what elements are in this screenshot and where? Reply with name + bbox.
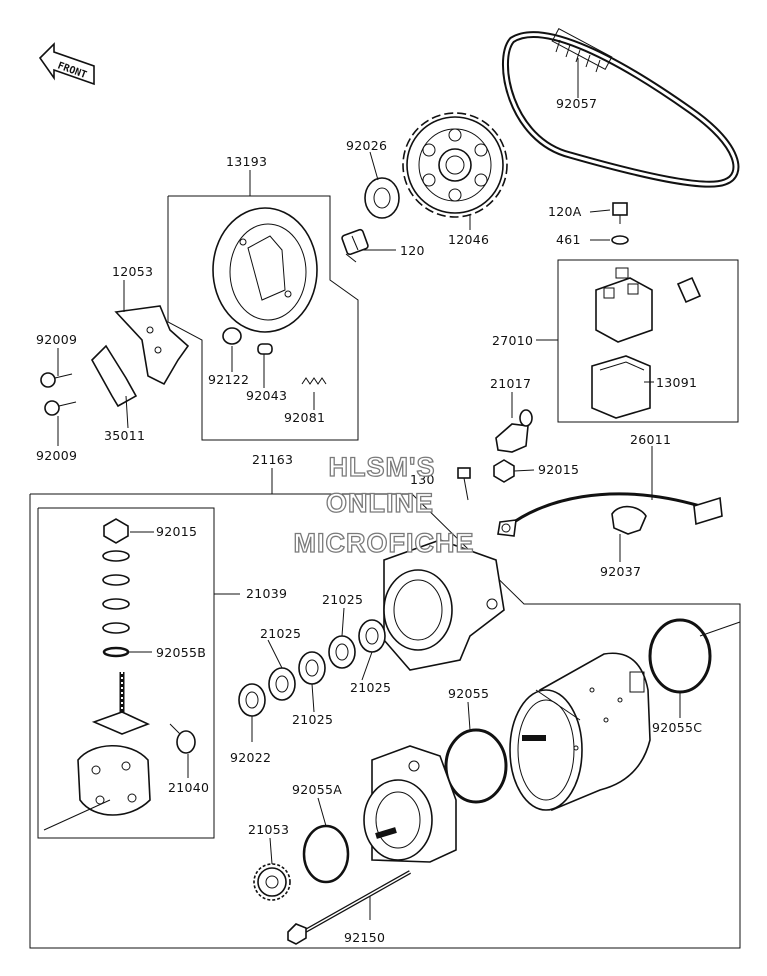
brush-spring-21040 bbox=[169, 723, 196, 754]
callout-92037: 92037 bbox=[600, 564, 641, 579]
terminal-cap-21017 bbox=[495, 409, 533, 453]
callout-21017: 21017 bbox=[490, 376, 531, 391]
callout-21163: 21163 bbox=[252, 452, 293, 467]
group-box-21163 bbox=[29, 493, 741, 949]
bolt-120 bbox=[341, 228, 369, 263]
group-box-13193 bbox=[167, 195, 359, 441]
bolt-92009-upper bbox=[40, 372, 73, 388]
o-ring-92055 bbox=[444, 728, 508, 804]
starter-front-cover bbox=[363, 745, 457, 863]
group-box-27010 bbox=[557, 259, 739, 423]
callout-120: 120 bbox=[400, 243, 425, 258]
callout-92015-brush: 92015 bbox=[156, 524, 197, 539]
callout-12053: 12053 bbox=[112, 264, 153, 279]
callout-92022: 92022 bbox=[230, 750, 271, 765]
washer-461 bbox=[611, 235, 629, 245]
callout-92055: 92055 bbox=[448, 686, 489, 701]
shim-21025-4 bbox=[358, 619, 386, 653]
callout-21025-left: 21025 bbox=[260, 626, 301, 641]
callout-21040: 21040 bbox=[168, 780, 209, 795]
callout-92009-upper: 92009 bbox=[36, 332, 77, 347]
callout-13193: 13193 bbox=[226, 154, 267, 169]
shim-21025-2 bbox=[298, 651, 326, 685]
callout-21025-bottom: 21025 bbox=[292, 712, 333, 727]
screw-130 bbox=[457, 467, 471, 501]
starter-end-housing bbox=[383, 539, 505, 671]
callout-13091: 13091 bbox=[656, 375, 697, 390]
gear-21053 bbox=[253, 863, 291, 901]
callout-92122: 92122 bbox=[208, 372, 249, 387]
callout-35011: 35011 bbox=[104, 428, 145, 443]
callout-27010: 27010 bbox=[492, 333, 533, 348]
watermark-line-1: HLSM'S bbox=[329, 452, 436, 482]
roller-92122 bbox=[222, 327, 242, 345]
clamp-92037 bbox=[611, 505, 647, 535]
bracket-12053 bbox=[114, 305, 190, 386]
o-ring-92055B bbox=[102, 646, 130, 658]
relay-cover-13091 bbox=[591, 355, 651, 419]
o-ring-92055C bbox=[648, 618, 712, 694]
callout-92150: 92150 bbox=[344, 930, 385, 945]
callout-21039: 21039 bbox=[246, 586, 287, 601]
brush-plate bbox=[77, 744, 151, 816]
callout-21025-right: 21025 bbox=[350, 680, 391, 695]
callout-21053: 21053 bbox=[248, 822, 289, 837]
shim-21025-1 bbox=[268, 667, 296, 701]
nut-92015-right bbox=[493, 459, 515, 483]
watermark-line-2: ONLINE bbox=[326, 488, 434, 518]
plate-35011 bbox=[91, 344, 138, 408]
callout-92026: 92026 bbox=[346, 138, 387, 153]
through-bolt-92150 bbox=[287, 870, 411, 945]
starter-clutch-13193 bbox=[212, 207, 318, 333]
o-ring-92055A bbox=[302, 824, 350, 884]
callout-21025-top: 21025 bbox=[322, 592, 363, 607]
brush-terminal-bolt bbox=[91, 672, 151, 735]
shim-92022 bbox=[238, 683, 266, 717]
callout-92055A: 92055A bbox=[292, 782, 342, 797]
callout-92043: 92043 bbox=[246, 388, 287, 403]
callout-120A: 120A bbox=[548, 204, 582, 219]
fuse-icon bbox=[676, 276, 702, 304]
callout-461: 461 bbox=[556, 232, 581, 247]
plunger-92043 bbox=[257, 343, 273, 355]
washer-stack bbox=[102, 550, 130, 634]
watermark-line-3: MICROFICHE bbox=[294, 528, 475, 558]
sprocket-12046 bbox=[402, 112, 508, 218]
callout-92081: 92081 bbox=[284, 410, 325, 425]
spring-92081 bbox=[301, 377, 327, 385]
bolt-92009-lower bbox=[44, 400, 77, 416]
callout-130: 130 bbox=[410, 472, 435, 487]
starter-motor-yoke bbox=[509, 652, 651, 812]
watermark: HLSM'S ONLINE MICROFICHE bbox=[293, 451, 475, 558]
front-arrow-icon: FRONT bbox=[38, 42, 95, 86]
nut-92015-brush bbox=[103, 518, 129, 544]
callout-92009-lower: 92009 bbox=[36, 448, 77, 463]
callout-12046: 12046 bbox=[448, 232, 489, 247]
group-box-21039 bbox=[37, 507, 215, 839]
callout-92057: 92057 bbox=[556, 96, 597, 111]
leader-lines bbox=[43, 58, 741, 920]
callout-labels: 92057 92026 13193 120 12046 120A 461 120… bbox=[36, 96, 702, 945]
shim-21025-3 bbox=[328, 635, 356, 669]
callout-92055C: 92055C bbox=[652, 720, 702, 735]
starter-relay-27010 bbox=[595, 267, 653, 343]
callout-92015-right: 92015 bbox=[538, 462, 579, 477]
callout-92055B: 92055B bbox=[156, 645, 206, 660]
starter-cable-26011 bbox=[497, 492, 723, 537]
washer-92026 bbox=[364, 177, 400, 219]
bolt-120A bbox=[612, 202, 628, 224]
drive-chain bbox=[502, 28, 740, 188]
callout-26011: 26011 bbox=[630, 432, 671, 447]
